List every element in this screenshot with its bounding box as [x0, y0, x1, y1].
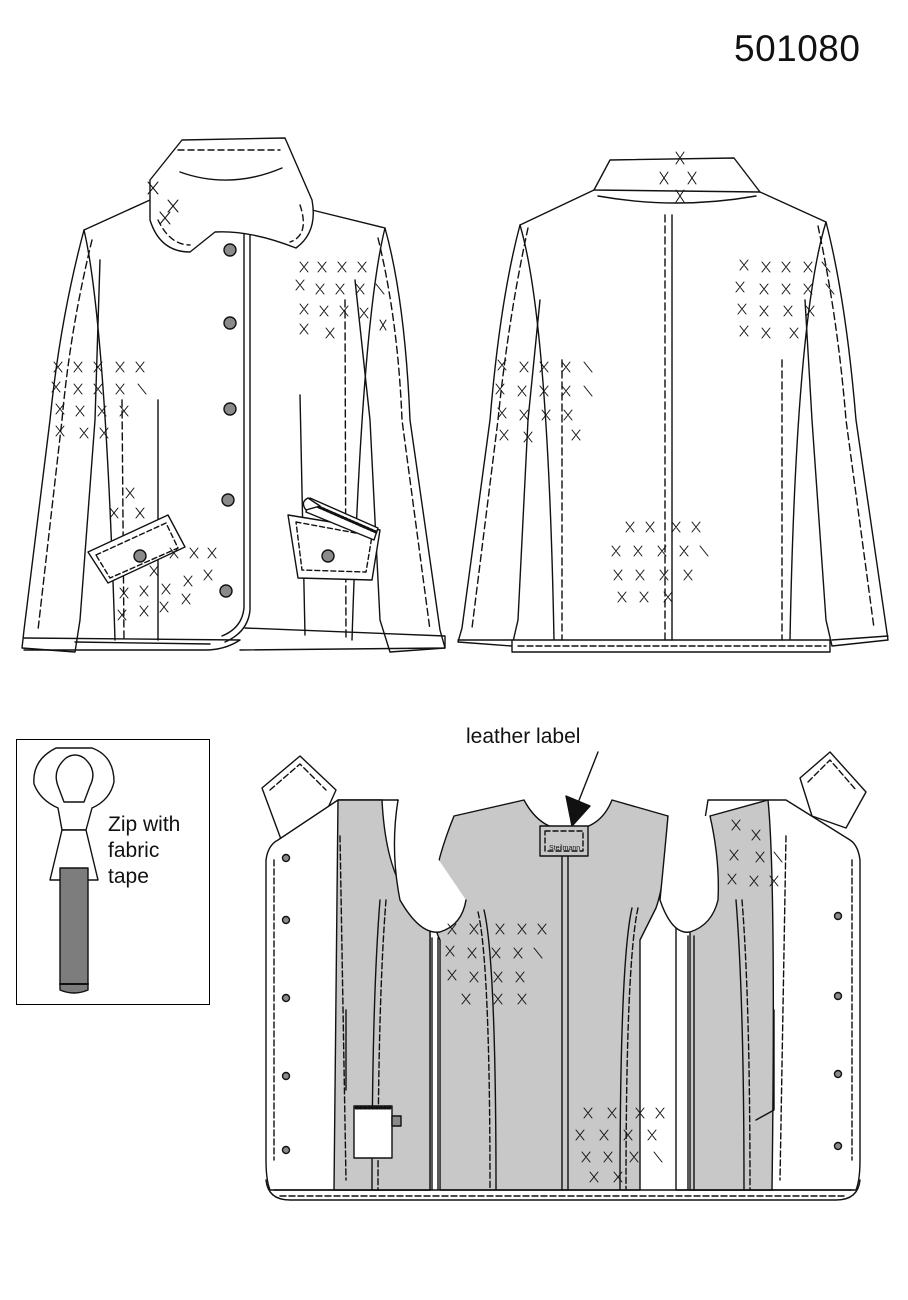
zip-caption-line: Zip with: [108, 813, 181, 836]
zip-caption-line: fabric: [108, 839, 160, 862]
zip-caption-line: tape: [108, 865, 149, 888]
zip-detail-box: [16, 739, 210, 1005]
jacket-front-icon: [21, 137, 446, 653]
leather-label-callout: leather label: [466, 725, 581, 748]
button: [223, 316, 237, 330]
jacket-inside-open-icon: [261, 751, 867, 1201]
leather-label-tag: Steilmann: [539, 825, 589, 857]
button: [223, 243, 237, 257]
article-number: 501080: [734, 28, 861, 69]
button: [223, 402, 237, 416]
button: [219, 584, 233, 598]
button: [221, 493, 235, 507]
zip-detail-caption: Zip with fabric tape: [108, 812, 180, 890]
leather-label-pointer-icon: [565, 751, 599, 827]
zip-puller-icon: [33, 747, 115, 994]
brand-tag-text: Steilmann: [549, 845, 580, 852]
jacket-back-icon: [457, 151, 889, 653]
